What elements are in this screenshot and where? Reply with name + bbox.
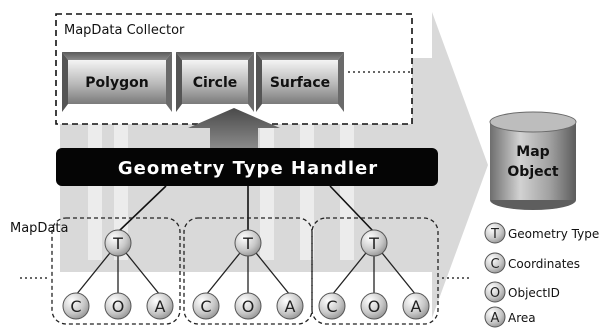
coordinates-node (318, 292, 346, 320)
legend-item-coordinates: C Coordinates (484, 252, 580, 274)
legend-symbol: O (490, 286, 500, 301)
legend-symbol: C (490, 257, 499, 272)
objectid-node-label: O (242, 297, 255, 316)
mapdata-group-3: T C O A (311, 217, 439, 325)
handler-connector-1 (117, 185, 167, 233)
up-arrow (188, 108, 280, 148)
map-object-line1: Map (516, 144, 549, 160)
surface-label: Surface (270, 75, 330, 91)
map-object-line2: Object (507, 164, 559, 180)
coordinates-node (62, 292, 90, 320)
coordinates-node (192, 292, 220, 320)
coordinates-node-label: C (326, 297, 337, 316)
mapdata-label: MapData (10, 221, 68, 236)
geometry-type-node (234, 229, 262, 257)
area-node (402, 292, 430, 320)
handler-connector-3 (329, 185, 375, 233)
objectid-node (104, 292, 132, 320)
geometry-type-node-label: T (368, 234, 379, 253)
surface-box: Surface (256, 52, 344, 112)
group-1-dashed-box (51, 217, 181, 325)
legend: T Geometry Type C Coordinates O ObjectID… (484, 222, 599, 328)
geometry-type-handler-label: Geometry Type Handler (118, 158, 378, 179)
legend-text: ObjectID (508, 286, 560, 300)
map-object-cylinder: Map Object (489, 111, 577, 210)
geometry-type-node (360, 229, 388, 257)
area-node-label: A (155, 297, 166, 316)
collector-title: MapData Collector (64, 23, 185, 38)
circle-label: Circle (193, 75, 238, 91)
objectid-node (234, 292, 262, 320)
legend-text: Geometry Type (508, 227, 599, 241)
group-3-dashed-box (311, 217, 439, 325)
mapdata-group-2: T C O A (183, 217, 313, 325)
legend-item-area: A Area (484, 306, 536, 328)
legend-symbol: T (490, 227, 499, 242)
circle-box: Circle (176, 52, 254, 112)
legend-text: Area (508, 311, 536, 325)
coordinates-node-label: C (200, 297, 211, 316)
geometry-type-node (104, 229, 132, 257)
area-node-label: A (411, 297, 422, 316)
mapdata-group-1: T C O A (51, 217, 181, 325)
objectid-node (360, 292, 388, 320)
geometry-type-node-label: T (242, 234, 253, 253)
geometry-type-handler-bar (56, 148, 438, 186)
legend-item-geometry-type: T Geometry Type (484, 222, 599, 244)
geometry-type-node-label: T (112, 234, 123, 253)
legend-item-objectid: O ObjectID (484, 281, 560, 303)
polygon-box: Polygon (62, 52, 172, 112)
area-node-label: A (285, 297, 296, 316)
area-node (276, 292, 304, 320)
legend-text: Coordinates (508, 257, 580, 271)
objectid-node-label: O (112, 297, 125, 316)
legend-symbol: A (491, 311, 500, 326)
area-node (146, 292, 174, 320)
coordinates-node-label: C (70, 297, 81, 316)
group-2-dashed-box (183, 217, 313, 325)
objectid-node-label: O (368, 297, 381, 316)
polygon-label: Polygon (85, 75, 148, 91)
